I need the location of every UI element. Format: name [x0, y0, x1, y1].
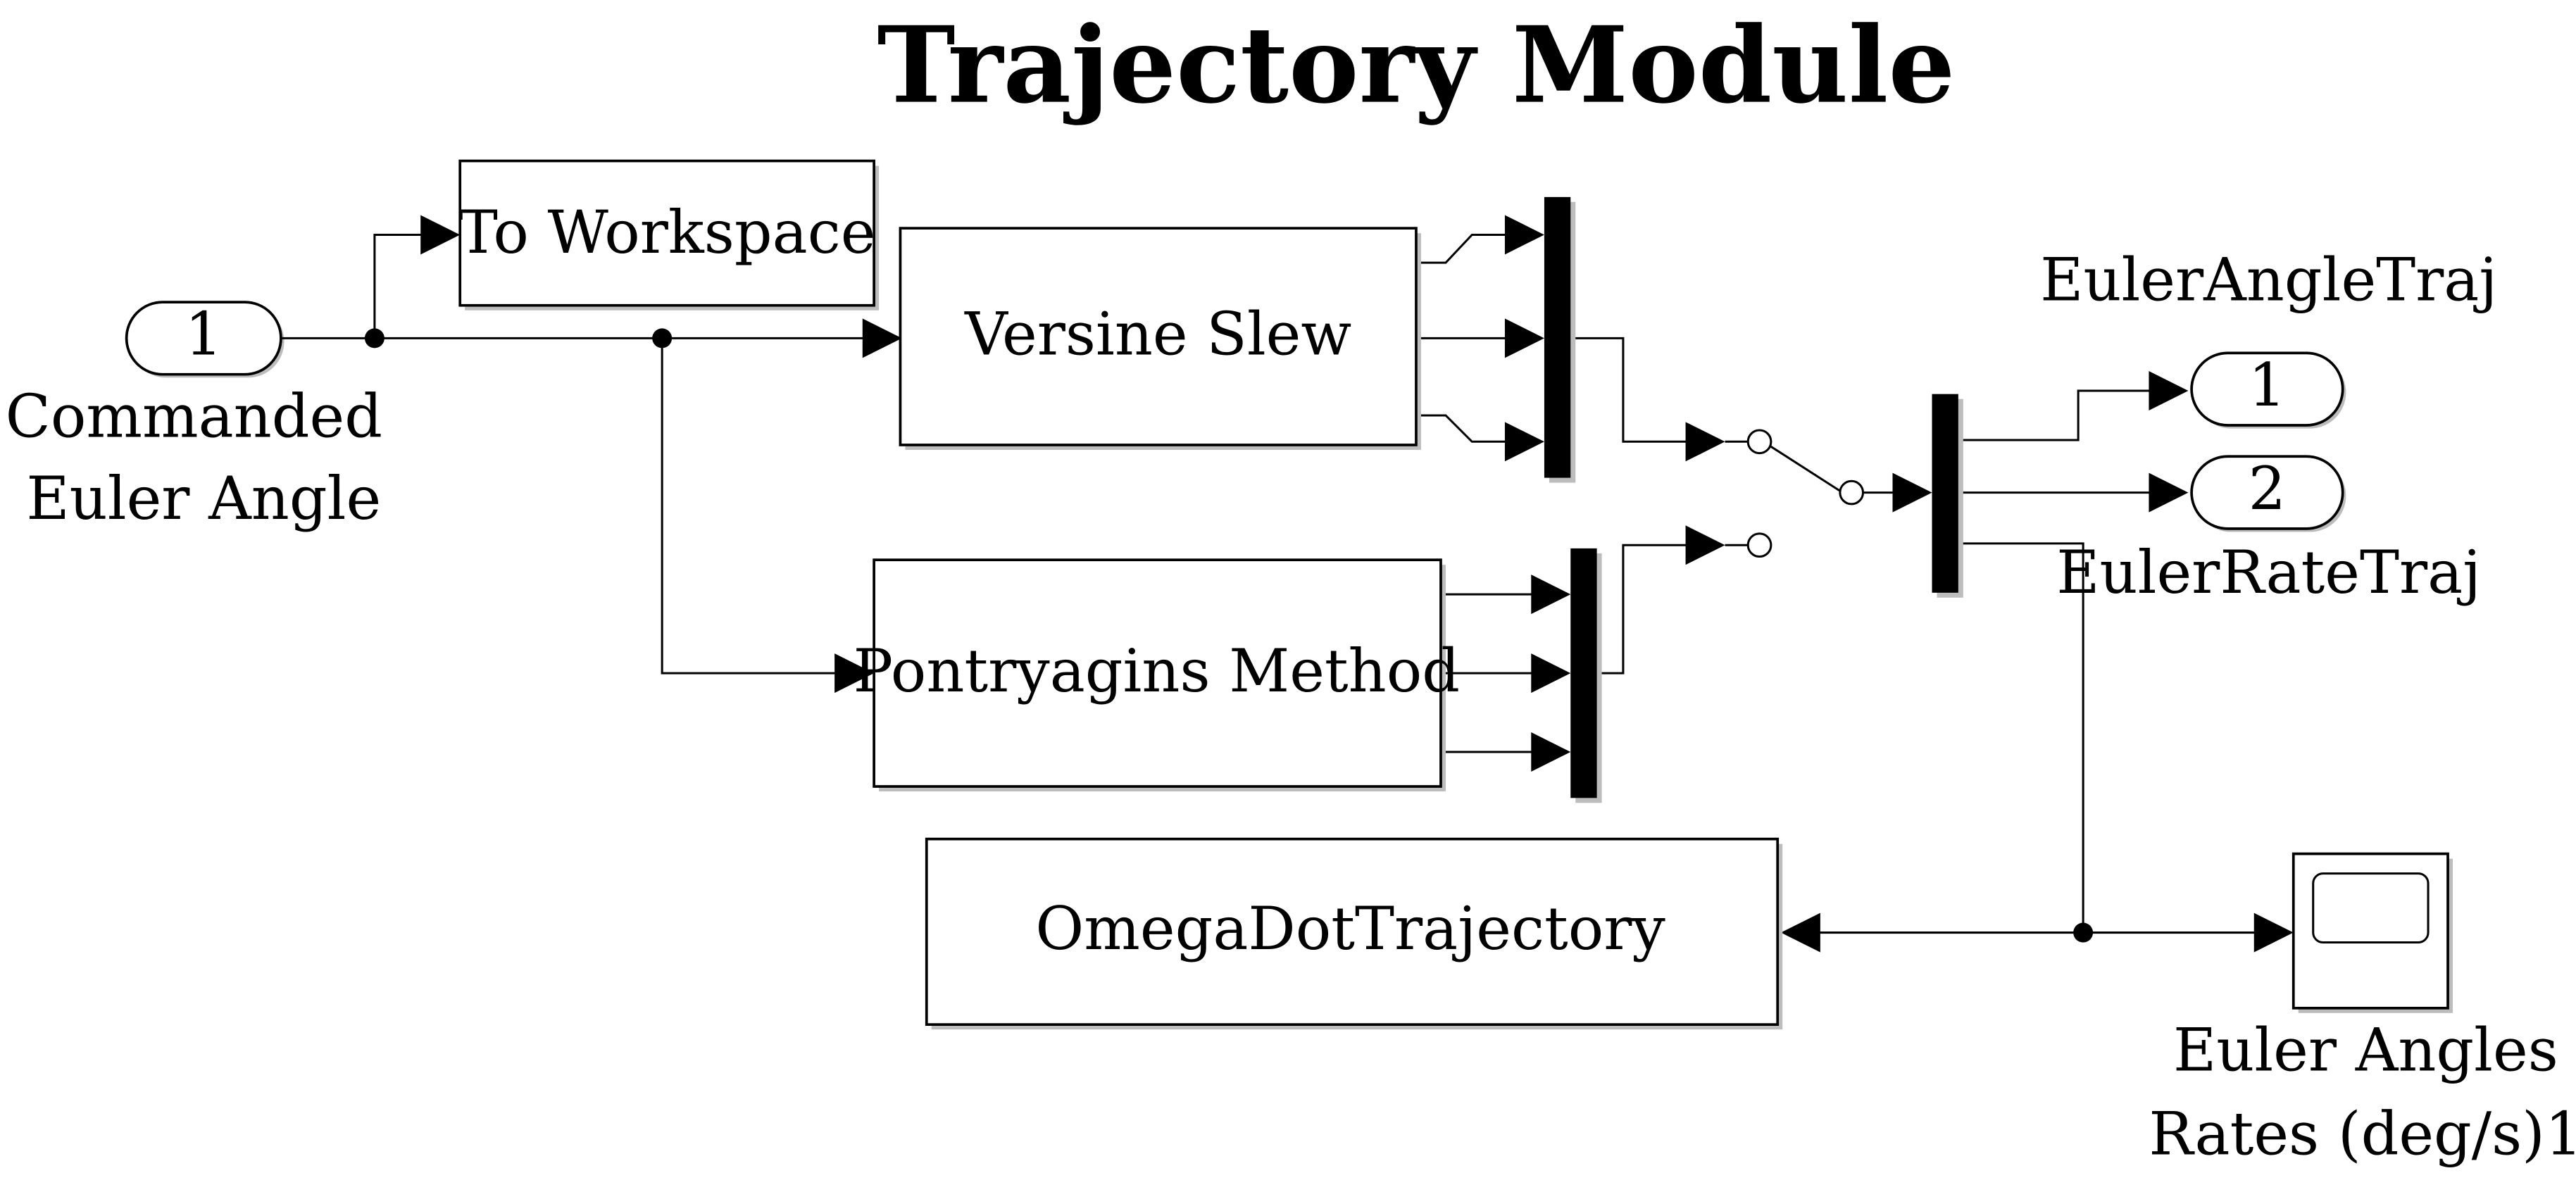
inport-number: 1	[185, 300, 223, 369]
to-workspace-block[interactable]: To Workspace	[458, 159, 880, 310]
omega-dot-trajectory-label: OmegaDotTrajectory	[1035, 894, 1665, 963]
branch-point	[364, 328, 384, 349]
versine-slew-label: Versine Slew	[964, 300, 1351, 369]
scope-label-line2: Rates (deg/s)1	[2149, 1099, 2576, 1168]
pontryagins-method-label: Pontryagins Method	[854, 636, 1460, 705]
demux-output[interactable]	[1932, 394, 1958, 593]
outport-2-label: EulerRateTraj	[2056, 538, 2481, 607]
to-workspace-label: To Workspace	[458, 198, 876, 267]
inport-label-line2: Euler Angle	[26, 464, 381, 533]
versine-slew-block[interactable]: Versine Slew	[899, 227, 1421, 450]
branch-point	[2073, 922, 2094, 943]
mux-versine[interactable]	[1544, 196, 1571, 478]
signal-lines	[280, 233, 2258, 934]
arrowheads	[420, 215, 2294, 953]
mux-pontryagins[interactable]	[1570, 548, 1597, 798]
scope-block[interactable]	[2291, 852, 2453, 1013]
branch-point	[652, 328, 673, 349]
outport-2-number: 2	[2249, 454, 2286, 523]
omega-dot-trajectory-block[interactable]: OmegaDotTrajectory	[925, 837, 1783, 1030]
scope-screen-icon	[2312, 872, 2430, 944]
page-title: Trajectory Module	[877, 4, 1955, 127]
outport-1-label: EulerAngleTraj	[2040, 246, 2497, 315]
outport-euler-angle-traj[interactable]: 1	[2190, 351, 2346, 429]
scope-label-line1: Euler Angles	[2173, 1015, 2558, 1084]
manual-switch[interactable]	[1746, 429, 1865, 558]
pontryagins-method-block[interactable]: Pontryagins Method	[854, 558, 1460, 792]
outport-1-number: 1	[2249, 351, 2286, 420]
inport-commanded-euler-angle[interactable]: 1	[125, 300, 285, 378]
inport-label-line1: Commanded	[6, 382, 382, 451]
outport-euler-rate-traj[interactable]: 2	[2190, 454, 2346, 532]
